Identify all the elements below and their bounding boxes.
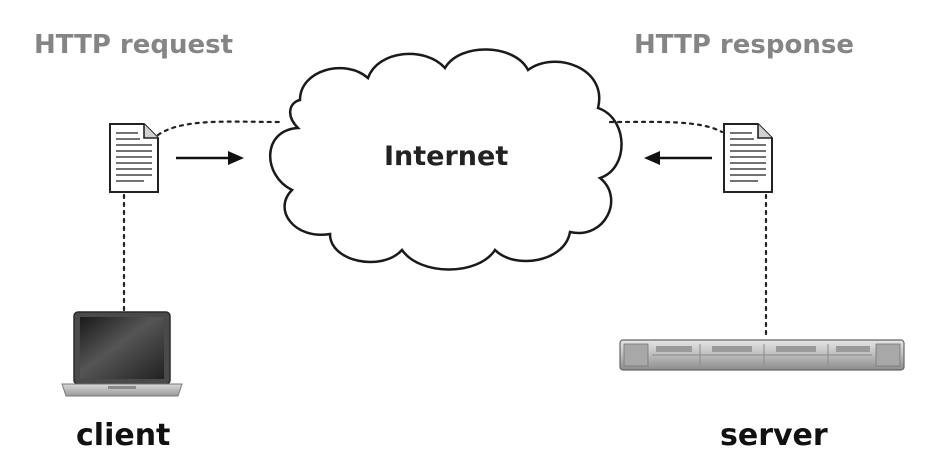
response-document-icon: [723, 123, 773, 193]
request-doc-to-cloud-connector: [156, 120, 282, 137]
internet-label: Internet: [384, 141, 509, 172]
http-request-label: HTTP request: [34, 30, 234, 60]
response-arrow: [644, 151, 712, 165]
request-document-icon: [109, 123, 159, 193]
server-label: server: [720, 418, 828, 453]
dotted-connectors: [122, 120, 768, 340]
http-response-label: HTTP response: [634, 30, 854, 60]
laptop-icon: [61, 311, 183, 397]
request-arrow: [176, 151, 244, 165]
response-doc-to-cloud-connector: [608, 120, 724, 134]
rack-server-icon: [619, 339, 905, 371]
internet-cloud-shape: [269, 48, 623, 271]
client-label: client: [76, 418, 171, 453]
